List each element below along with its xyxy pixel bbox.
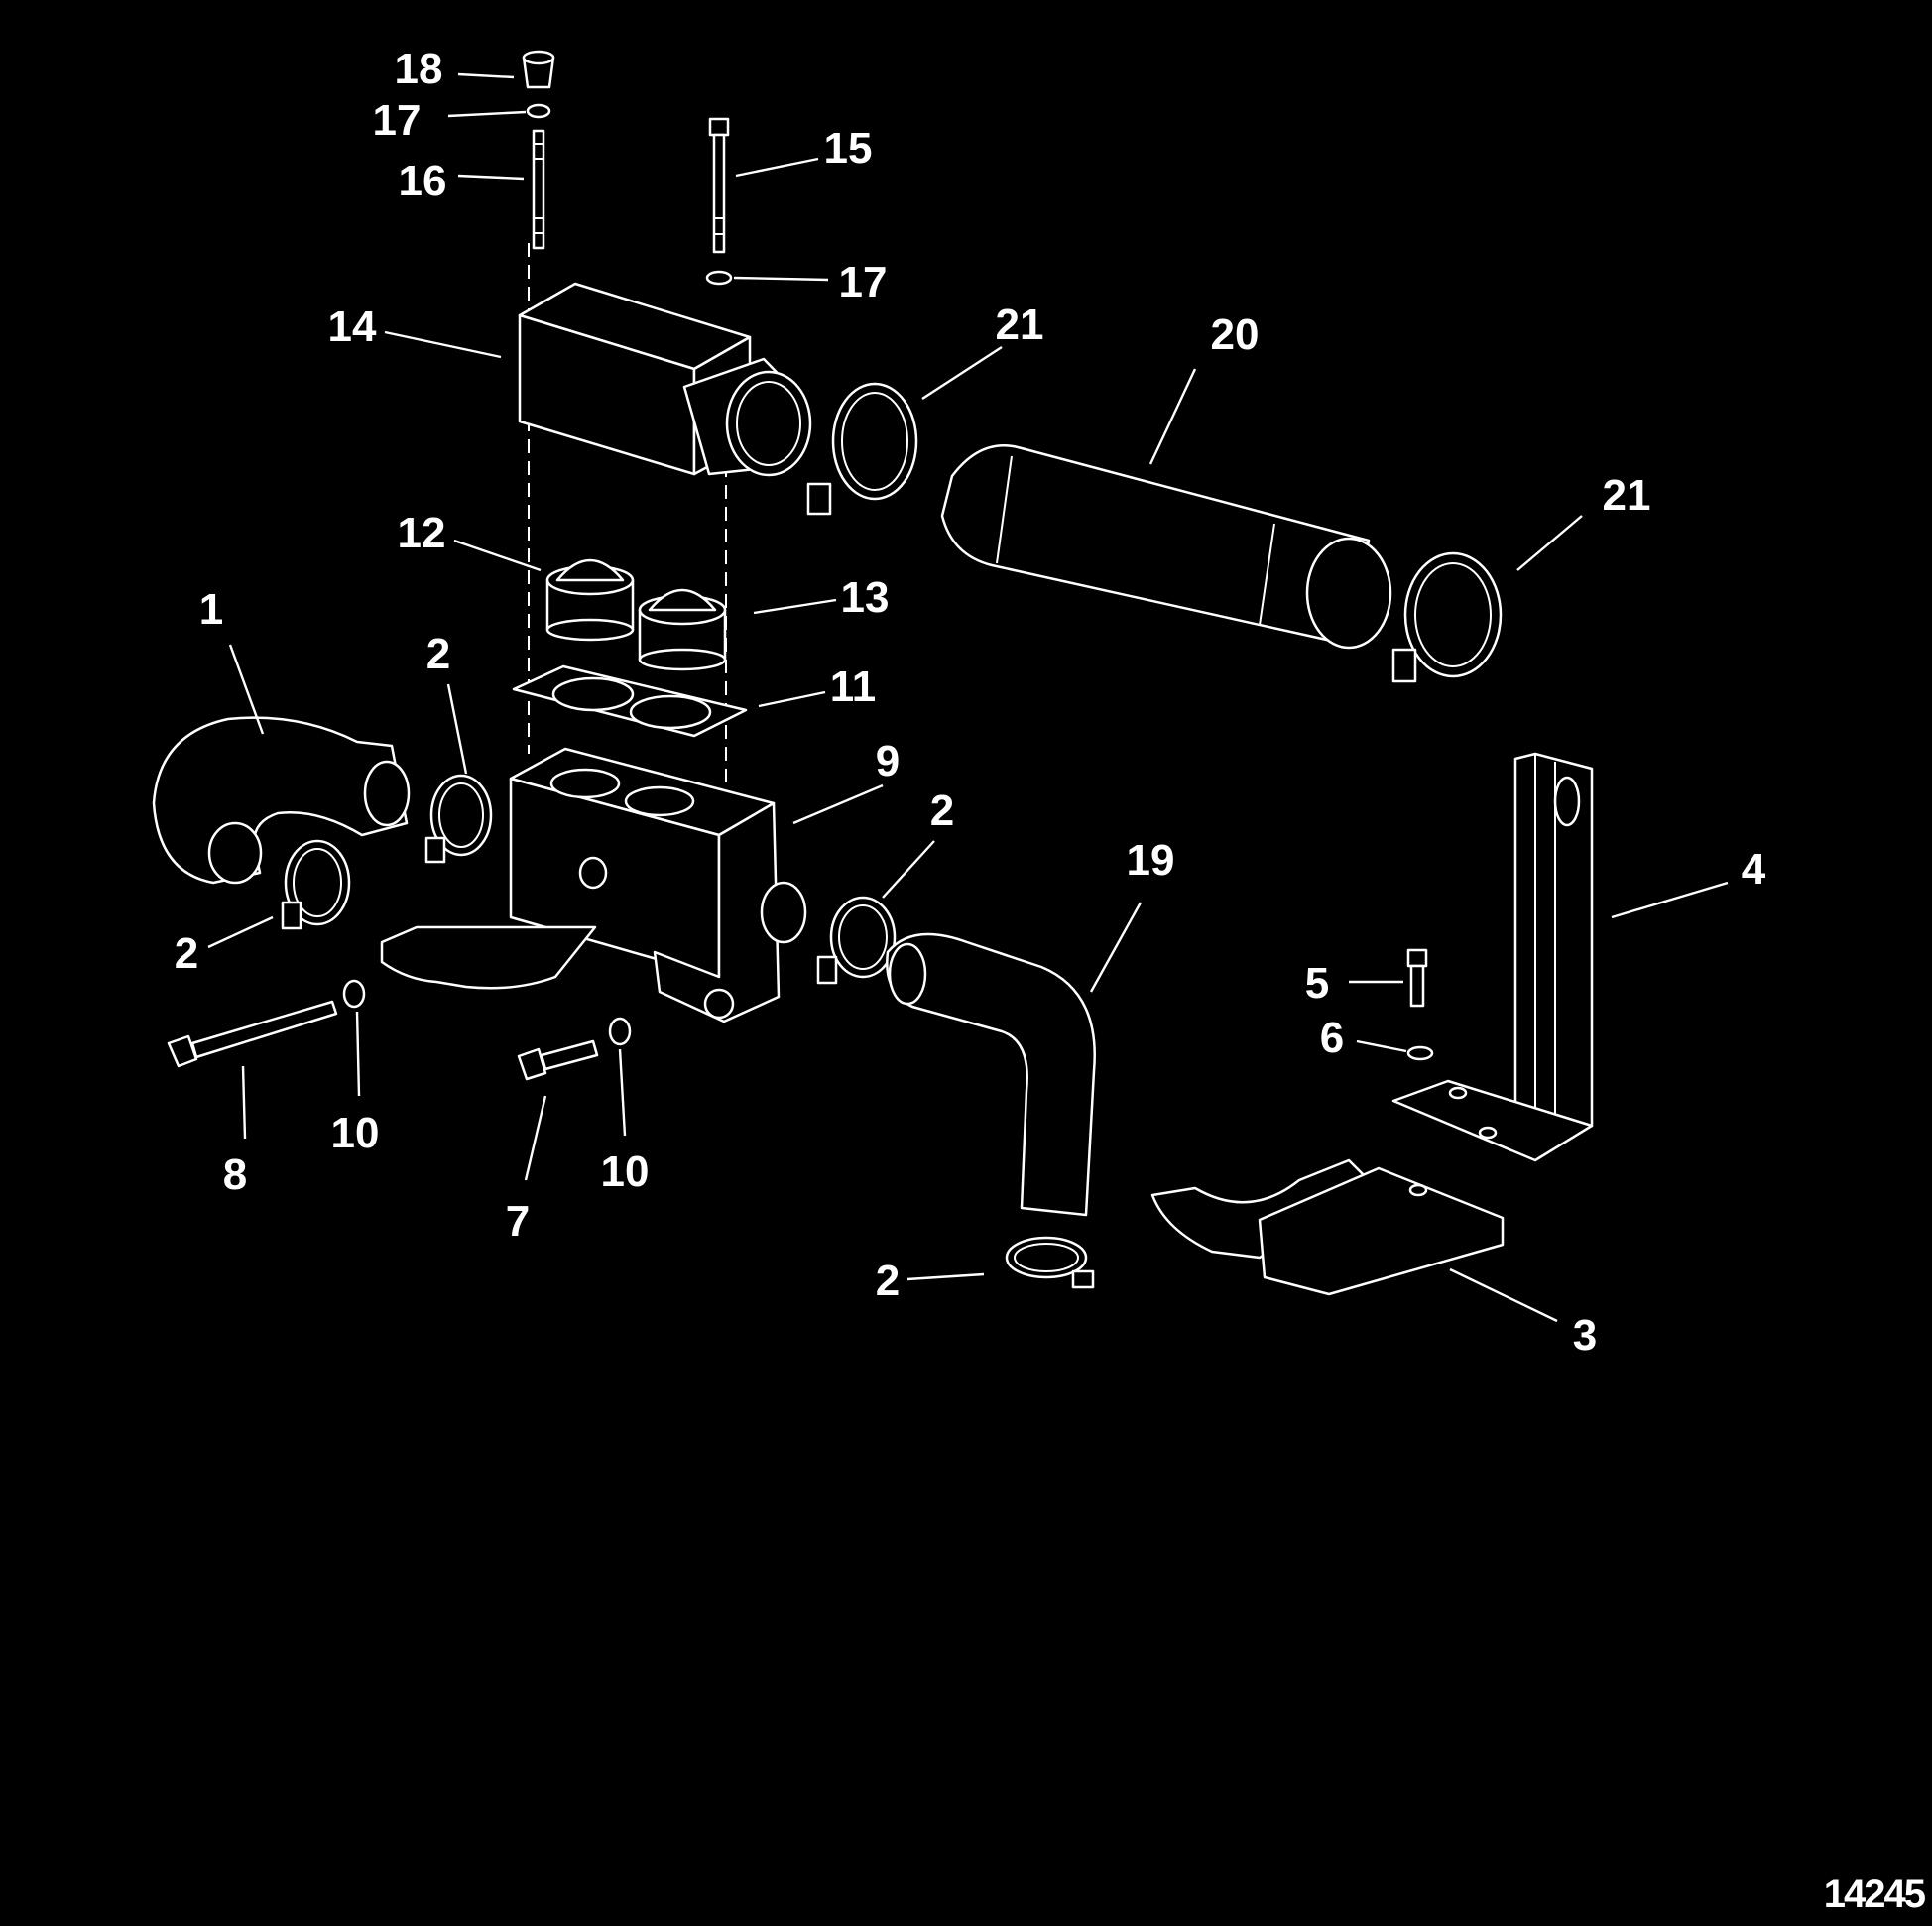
callout-18: 18	[394, 45, 443, 93]
leader-18	[457, 72, 515, 79]
callout-21-lower: 21	[1602, 471, 1651, 520]
part-11-gasket	[512, 664, 748, 738]
leader-16	[457, 174, 525, 181]
leader-3	[1449, 1267, 1558, 1323]
part-7-housing-base	[380, 747, 807, 1023]
leader-12	[453, 539, 542, 572]
callout-3: 3	[1572, 1311, 1598, 1360]
part-8-bolt	[517, 1039, 599, 1081]
leader-9	[241, 1065, 247, 1140]
leader-19	[1089, 902, 1143, 993]
part-9-bolt	[167, 1000, 338, 1068]
part-21-clamp-lower	[1391, 551, 1503, 683]
callout-15: 15	[823, 124, 873, 173]
part-14-thermostat-housing	[518, 282, 812, 477]
callout-1: 1	[198, 585, 224, 634]
leader-2a	[446, 683, 468, 775]
leader-11	[758, 690, 826, 708]
callout-14: 14	[327, 302, 377, 351]
callout-21-upper: 21	[995, 301, 1044, 349]
leader-6	[1356, 1039, 1407, 1053]
leader-17b	[733, 276, 829, 282]
leader-2d	[906, 1272, 985, 1281]
callout-10-b: 10	[600, 1147, 650, 1196]
part-2-clamp-c	[816, 896, 897, 985]
leader-13	[753, 598, 837, 615]
leader-14	[384, 330, 502, 359]
callout-2-d: 2	[875, 1257, 901, 1305]
part-2-clamp-a	[424, 774, 493, 864]
leader-21a	[921, 345, 1003, 401]
leader-7	[792, 783, 884, 825]
leader-1	[228, 644, 265, 735]
part-2-clamp-b	[281, 839, 351, 930]
callout-20: 20	[1210, 310, 1260, 359]
callout-6: 6	[1319, 1014, 1345, 1062]
part-4-bracket	[1391, 752, 1594, 1162]
part-3-mount	[1150, 1158, 1505, 1296]
leader-21b	[1516, 515, 1583, 571]
part-15-bolt	[708, 117, 730, 254]
callout-17-lower: 17	[838, 258, 888, 306]
part-20-hose	[940, 444, 1392, 650]
part-12-thermostat	[545, 558, 635, 642]
part-10-washer-b	[608, 1017, 632, 1046]
part-21-clamp-upper	[806, 382, 918, 516]
part-2-clamp-d	[1005, 1236, 1095, 1289]
part-19-hose	[886, 932, 1096, 1217]
leader-8	[524, 1095, 547, 1181]
part-18-cap	[522, 50, 555, 89]
callout-11: 11	[829, 662, 877, 711]
leader-10a	[355, 1011, 361, 1097]
callout-16: 16	[398, 157, 447, 205]
leader-20	[1148, 368, 1197, 465]
leader-10b	[618, 1048, 627, 1137]
callout-7: 9	[875, 737, 901, 785]
figure-number: 14245	[1823, 1872, 1926, 1916]
part-5-screw	[1406, 948, 1428, 1008]
part-6-washer	[1406, 1045, 1434, 1061]
callout-13: 13	[840, 573, 890, 622]
callout-4: 4	[1741, 845, 1766, 894]
callout-5: 5	[1304, 959, 1330, 1008]
leader-4	[1611, 881, 1729, 919]
callout-17-upper: 17	[372, 96, 422, 145]
callout-19: 19	[1126, 836, 1175, 885]
part-1-elbow-hose	[152, 716, 411, 885]
callout-2-a: 2	[425, 630, 451, 678]
leader-15	[735, 157, 819, 178]
callout-12: 12	[397, 509, 446, 557]
callout-2-c: 2	[929, 786, 955, 835]
leader-2b	[207, 915, 274, 949]
part-13-thermostat	[638, 588, 727, 671]
callout-9: 8	[222, 1150, 248, 1199]
part-10-washer-a	[342, 979, 366, 1009]
callout-8: 7	[505, 1197, 531, 1246]
callout-2-b: 2	[174, 929, 199, 978]
leader-2c	[882, 840, 935, 899]
part-16-stud	[532, 129, 545, 250]
leader-17a	[447, 110, 527, 118]
callout-10-a: 10	[330, 1109, 380, 1157]
part-17-washer-top	[526, 103, 551, 119]
part-17-washer	[705, 270, 733, 286]
